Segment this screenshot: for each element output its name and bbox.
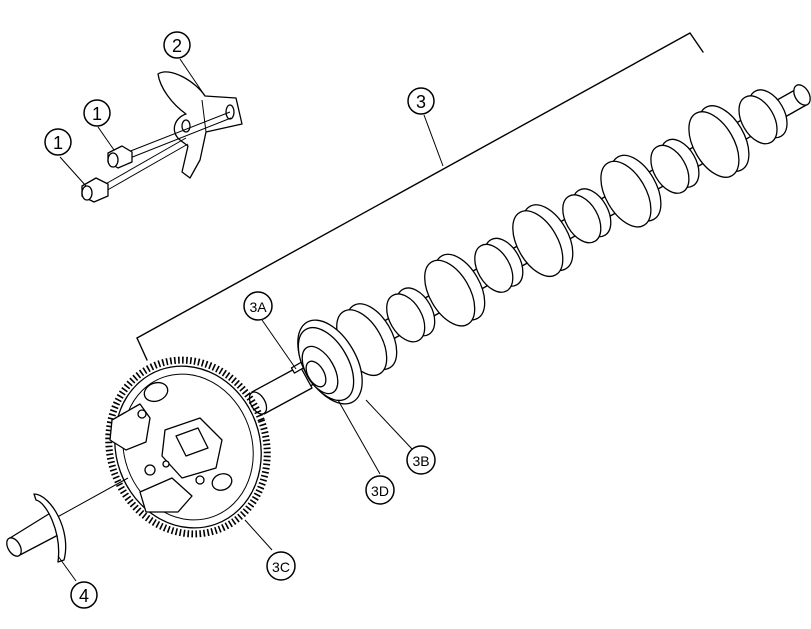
camshaft-lobe: [386, 293, 426, 343]
callout-label: 3C: [272, 559, 290, 575]
callout-1-lower: 1: [44, 128, 72, 156]
camshaft: [248, 84, 811, 415]
callout-4: 4: [70, 581, 98, 609]
camshaft-lobe: [688, 111, 740, 178]
bolt-lower: [81, 137, 189, 203]
cam-gear: [105, 356, 271, 538]
callout-label: 3D: [371, 483, 389, 499]
camshaft-lobe: [650, 144, 690, 194]
camshaft-lobe: [600, 160, 652, 228]
assembly-bracket-3: [136, 32, 704, 361]
leader-lines: [57, 58, 444, 582]
callout-3a: 3A: [243, 291, 273, 321]
callout-label: 2: [172, 36, 182, 56]
callout-label: 3: [416, 92, 426, 112]
callout-2: 2: [163, 31, 191, 59]
callout-1-upper: 1: [83, 99, 111, 127]
callout-label: 1: [92, 104, 102, 124]
callout-3b: 3B: [406, 445, 436, 475]
callout-3d: 3D: [365, 475, 395, 505]
camshaft-lobe: [562, 194, 602, 244]
camshaft-lobe: [424, 259, 476, 327]
camshaft-lobe: [474, 243, 514, 293]
camshaft-lobe: [738, 95, 778, 145]
callout-label: 1: [53, 133, 63, 153]
callout-3c: 3C: [266, 551, 296, 581]
callout-3: 3: [407, 87, 435, 115]
bolt-upper: [107, 111, 232, 169]
callout-label: 3A: [249, 299, 267, 315]
drive-pin: [6, 477, 129, 563]
camshaft-lobe: [512, 210, 564, 277]
callout-label: 4: [79, 586, 89, 606]
callout-label: 3B: [412, 453, 429, 469]
